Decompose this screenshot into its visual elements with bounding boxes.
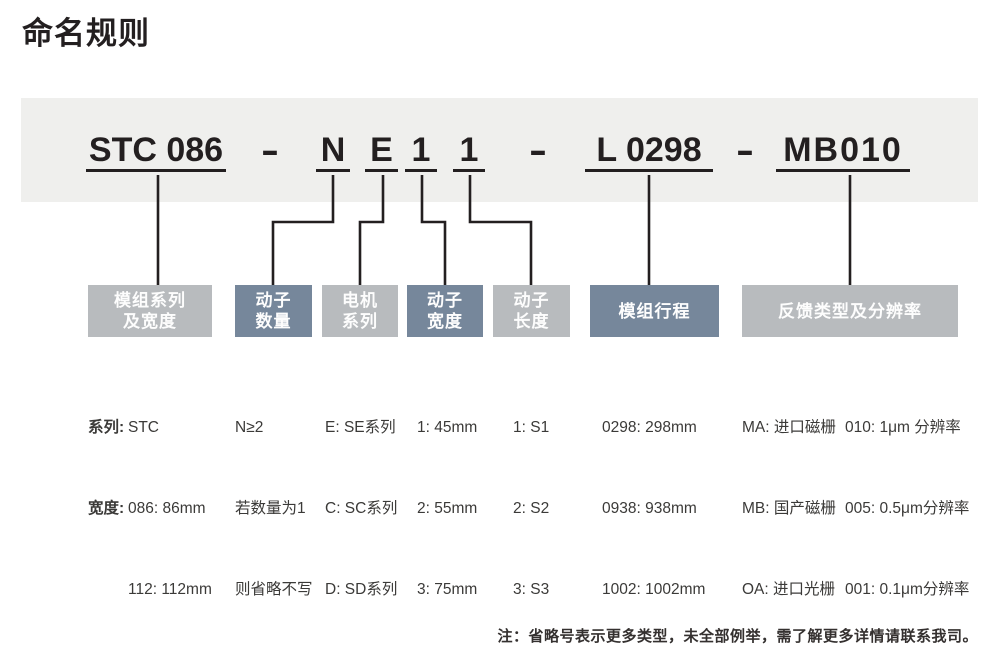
list-item: 0298: 298mm	[602, 419, 697, 436]
code-segment-mover-width: 1	[405, 129, 437, 172]
list-item: 2: S2	[513, 500, 550, 517]
list-item: 则省略不写	[235, 581, 313, 598]
list-item: 1: 45mm	[417, 419, 478, 436]
code-segment-feedback: MB010	[776, 129, 910, 172]
code-segment-mover-count: N	[316, 129, 350, 172]
list-item: 0938: 938mm	[602, 500, 697, 517]
category-box-label: 及宽度	[123, 312, 177, 331]
category-box-label: 电机	[342, 291, 378, 310]
connector-mover-count	[271, 175, 335, 285]
category-box-label: 长度	[513, 312, 550, 331]
list-item: N≥2	[235, 419, 264, 436]
list-item: 112: 112mm	[128, 581, 212, 598]
column-mover-count: N≥2 若数量为1 则省略不写	[235, 360, 313, 655]
list-item: 系列:STC	[88, 419, 159, 436]
column-mover-width: 1: 45mm 2: 55mm 3: 75mm ……	[417, 360, 477, 655]
category-box-label: 动子	[255, 291, 292, 310]
category-box-label: 动子	[513, 291, 550, 310]
column-mover-length: 1: S1 2: S2 3: S3 ……	[513, 360, 549, 655]
category-box-label: 模组行程	[618, 301, 691, 321]
category-box-label: 模组系列	[114, 291, 186, 310]
list-item: D: SD系列	[325, 581, 398, 598]
connector-mover-width	[420, 175, 447, 285]
connector-motor-series	[358, 175, 385, 285]
list-item: 3: 75mm	[417, 581, 478, 598]
column-module-stroke: 0298: 298mm 0938: 938mm 1002: 1002mm ……	[602, 360, 705, 655]
category-box-module-stroke: 模组行程	[590, 285, 719, 337]
code-panel-background	[21, 98, 978, 202]
list-item: 1002: 1002mm	[602, 581, 706, 598]
column-motor-series: E: SE系列 C: SC系列 D: SD系列 ……	[325, 360, 397, 655]
category-box-mover-width: 动子 宽度	[407, 285, 483, 337]
category-box-mover-count: 动子 数量	[235, 285, 312, 337]
category-box-series-width: 模组系列 及宽度	[88, 285, 212, 337]
footnote: 注：省略号表示更多类型，未全部例举，需了解更多详情请联系我司。	[497, 628, 978, 645]
list-item: 若数量为1	[235, 500, 306, 517]
page-title: 命名规则	[22, 16, 150, 51]
category-box-mover-length: 动子 长度	[493, 285, 570, 337]
connector-mover-length	[468, 175, 533, 285]
category-box-label: 动子	[427, 291, 463, 310]
list-item: C: SC系列	[325, 500, 398, 517]
code-separator: -	[261, 129, 279, 170]
list-item: 2: 55mm	[417, 500, 478, 517]
code-segment-motor-series: E	[365, 129, 398, 172]
code-separator: -	[736, 129, 754, 170]
category-box-label: 宽度	[427, 312, 463, 331]
list-item: 1: S1	[513, 419, 550, 436]
category-box-label: 反馈类型及分辨率	[778, 301, 922, 321]
category-box-motor-series: 电机 系列	[322, 285, 398, 337]
list-item: 3: S3	[513, 581, 550, 598]
list-item: E: SE系列	[325, 419, 396, 436]
column-series-width: 系列:STC 宽度:086: 86mm 112: 112mm 140: 140m…	[88, 360, 214, 655]
code-segment-mover-length: 1	[453, 129, 485, 172]
category-box-feedback: 反馈类型及分辨率	[742, 285, 958, 337]
code-segment-module-stroke: L 0298	[585, 129, 713, 172]
category-box-label: 系列	[342, 312, 378, 331]
code-separator: -	[529, 129, 547, 170]
category-box-label: 数量	[255, 312, 292, 331]
list-item: 宽度:086: 86mm	[88, 500, 206, 517]
code-segment-series-width: STC 086	[86, 129, 226, 172]
